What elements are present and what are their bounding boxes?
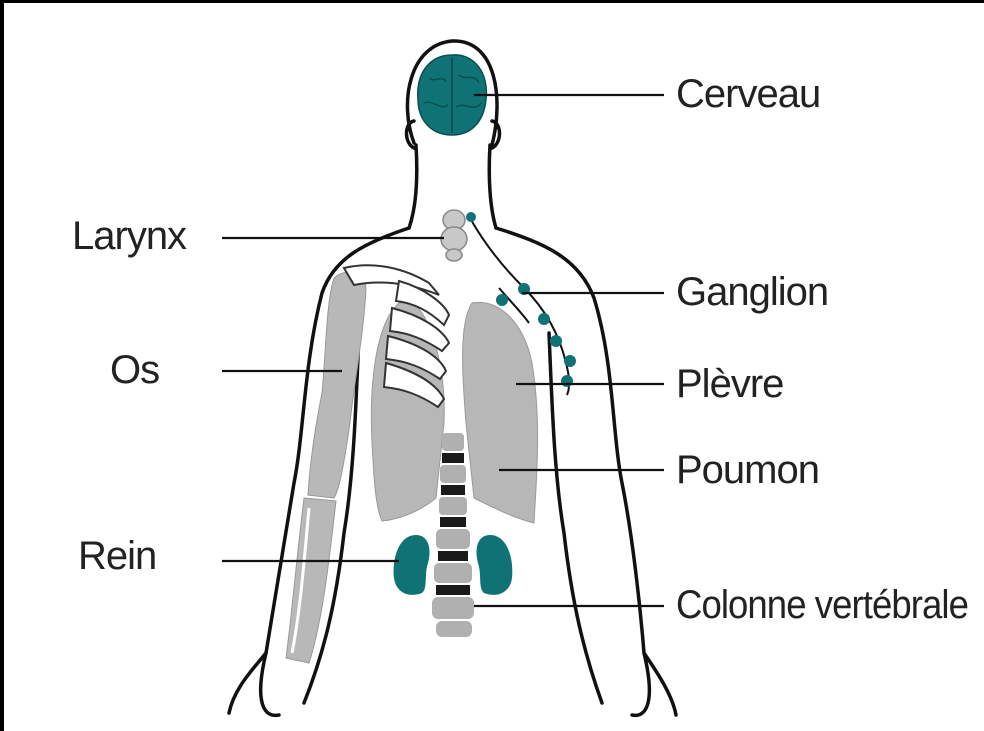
label-colonne: Colonne vertébrale (676, 583, 968, 627)
label-cerveau: Cerveau (676, 72, 820, 116)
label-plevre: Plèvre (676, 362, 783, 406)
label-ganglion: Ganglion (676, 270, 828, 314)
human-body-diagram: Cerveau Larynx Ganglion Os Plèvre Poumon… (4, 3, 984, 731)
label-rein: Rein (78, 534, 156, 578)
right-lung (463, 302, 538, 523)
right-kidney (477, 535, 513, 595)
label-larynx: Larynx (72, 214, 187, 258)
larynx (441, 210, 467, 261)
label-os: Os (110, 348, 159, 392)
label-poumon: Poumon (676, 448, 819, 492)
left-kidney (394, 535, 430, 595)
